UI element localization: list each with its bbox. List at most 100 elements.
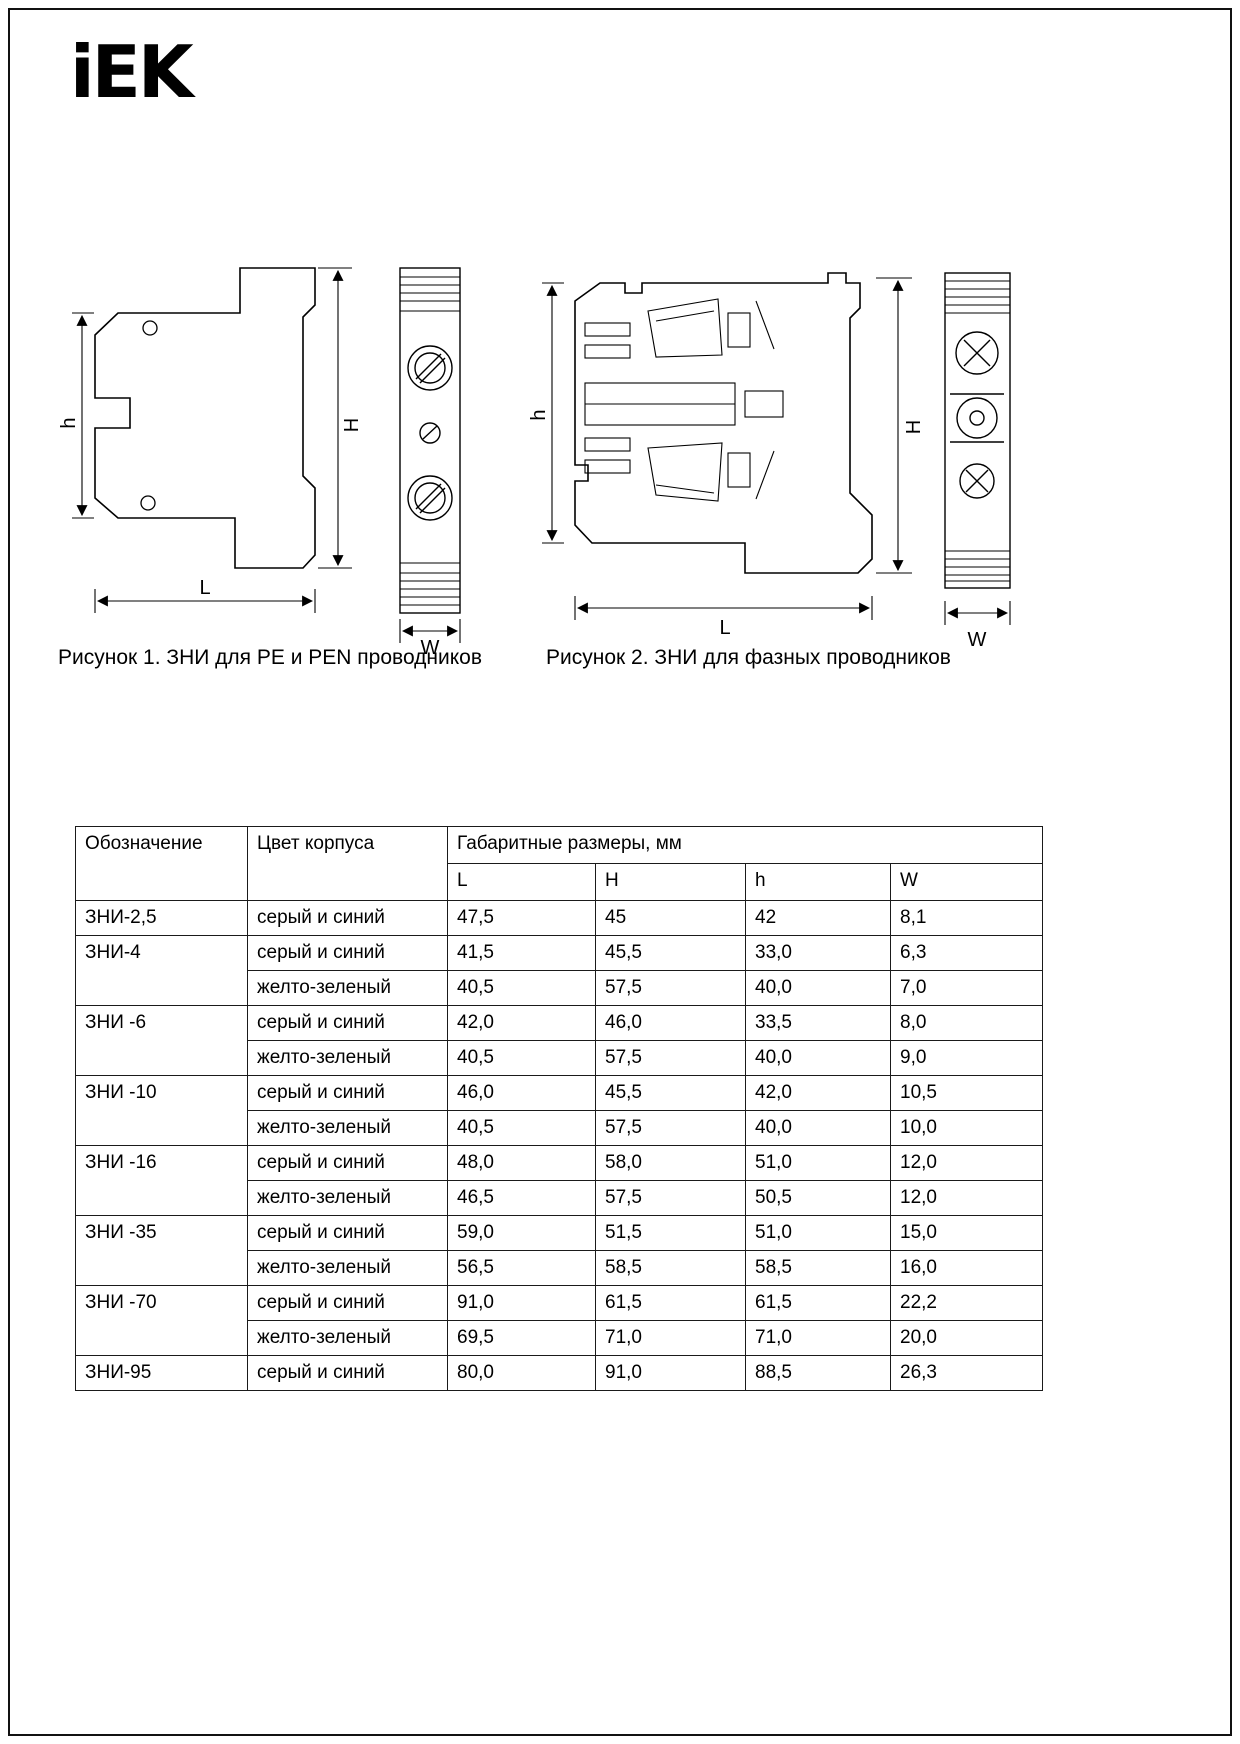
cell-h: 51,0 — [745, 1215, 891, 1251]
cell-color: серый и синий — [247, 1285, 448, 1321]
fig2-dim-label-W: W — [968, 629, 987, 651]
cell-h: 42,0 — [745, 1075, 891, 1111]
cell-L: 41,5 — [447, 935, 596, 971]
cell-H: 57,5 — [595, 1040, 746, 1076]
cell-H: 57,5 — [595, 970, 746, 1006]
cell-W: 12,0 — [889, 1180, 1044, 1216]
cell-color: желто-зеленый — [247, 1180, 448, 1216]
mounting-hole-bottom — [140, 495, 156, 511]
cell-H: 57,5 — [595, 1180, 746, 1216]
cell-L: 47,5 — [447, 900, 596, 936]
table-row: ЗНИ -16 серый и синий 48,0 58,0 51,0 12,… — [75, 1145, 1044, 1216]
fig1-side-view — [94, 267, 316, 569]
fig1-dim-label-H: H — [341, 418, 363, 432]
cell-L: 40,5 — [447, 1110, 596, 1146]
cell-W: 20,0 — [889, 1320, 1044, 1356]
cell-W: 7,0 — [889, 970, 1044, 1006]
fig2-dim-label-L: L — [719, 617, 730, 639]
fig1-front-view — [399, 267, 461, 614]
fig2-front-view — [944, 272, 1011, 589]
cell-W: 26,3 — [889, 1355, 1044, 1391]
cell-h: 50,5 — [745, 1180, 891, 1216]
col-header-H: H — [595, 863, 746, 901]
col-header-dimensions: Габаритные размеры, мм — [446, 826, 1044, 864]
cell-color: желто-зеленый — [247, 970, 448, 1006]
fig2-dim-label-h: h — [530, 409, 550, 420]
cell-L: 40,5 — [447, 970, 596, 1006]
terminal-profile-outline — [94, 267, 316, 569]
cell-color: серый и синий — [247, 1215, 448, 1251]
cell-H: 46,0 — [595, 1005, 746, 1041]
cell-h: 40,0 — [745, 1040, 891, 1076]
cell-h: 40,0 — [745, 1110, 891, 1146]
cell-L: 80,0 — [447, 1355, 596, 1391]
table-row: ЗНИ -10 серый и синий 46,0 45,5 42,0 10,… — [75, 1075, 1044, 1146]
table-row: желто-зеленый 56,5 58,5 58,5 16,0 — [76, 1250, 1044, 1286]
cell-color: серый и синий — [247, 900, 448, 936]
wire-port-icon — [950, 393, 1004, 443]
clamp-mechanism — [584, 298, 784, 502]
cell-H: 51,5 — [595, 1215, 746, 1251]
table-row: ЗНИ-95 серый и синий 80,0 91,0 88,5 26,3 — [75, 1355, 1044, 1391]
cell-L: 40,5 — [447, 1040, 596, 1076]
table-row: ЗНИ -70 серый и синий 91,0 61,5 61,5 22,… — [75, 1285, 1044, 1356]
fig2-dim-label-H: H — [903, 420, 925, 434]
cross-screw-bottom-icon — [959, 463, 995, 499]
cell-W: 10,5 — [889, 1075, 1044, 1111]
col-header-W: W — [889, 863, 1044, 901]
cell-h: 40,0 — [745, 970, 891, 1006]
col-header-designation: Обозначение — [75, 826, 248, 901]
cell-designation: ЗНИ -35 — [75, 1215, 248, 1286]
terminal-profile-outline — [574, 272, 873, 574]
hatch-band-bottom — [400, 562, 460, 606]
dimensions-table: Обозначение Цвет корпуса Габаритные разм… — [75, 826, 1044, 1391]
fig2-side-view — [574, 272, 873, 574]
fig1-dim-label-L: L — [199, 577, 210, 599]
hatch-band-bottom — [945, 550, 1010, 582]
cell-h: 71,0 — [745, 1320, 891, 1356]
iek-logo: iEK — [70, 30, 194, 114]
cell-designation: ЗНИ-4 — [75, 935, 248, 1006]
cell-h: 51,0 — [745, 1145, 891, 1181]
cell-L: 46,0 — [447, 1075, 596, 1111]
fig1-dimension-lines — [72, 267, 461, 643]
cell-W: 15,0 — [889, 1215, 1044, 1251]
cell-H: 71,0 — [595, 1320, 746, 1356]
cell-H: 58,0 — [595, 1145, 746, 1181]
cell-color: желто-зеленый — [247, 1250, 448, 1286]
col-header-L: L — [447, 863, 596, 901]
cell-color: желто-зеленый — [247, 1110, 448, 1146]
table-row: ЗНИ -35 серый и синий 59,0 51,5 51,0 15,… — [75, 1215, 1044, 1286]
cell-W: 22,2 — [889, 1285, 1044, 1321]
cell-H: 61,5 — [595, 1285, 746, 1321]
fig1-dim-label-W: W — [421, 637, 440, 658]
cell-designation: ЗНИ-95 — [75, 1355, 248, 1391]
cell-H: 91,0 — [595, 1355, 746, 1391]
cell-W: 8,1 — [889, 900, 1044, 936]
cell-L: 91,0 — [447, 1285, 596, 1321]
table-row: желто-зеленый 40,5 57,5 40,0 9,0 — [76, 1040, 1044, 1076]
cell-W: 9,0 — [889, 1040, 1044, 1076]
cell-color: желто-зеленый — [247, 1320, 448, 1356]
cell-h: 58,5 — [745, 1250, 891, 1286]
cell-color: серый и синий — [247, 1075, 448, 1111]
cell-h: 42 — [745, 900, 891, 936]
table-row: желто-зеленый 40,5 57,5 40,0 7,0 — [76, 970, 1044, 1006]
figure2-drawing: h H L W — [530, 272, 1011, 651]
figure1-caption: Рисунок 1. ЗНИ для PE и PEN проводников — [58, 646, 483, 669]
cell-W: 16,0 — [889, 1250, 1044, 1286]
cell-H: 45,5 — [595, 1075, 746, 1111]
screw-small-icon — [419, 422, 441, 444]
table-row: ЗНИ-4 серый и синий 41,5 45,5 33,0 6,3 — [75, 935, 1044, 1006]
cell-designation: ЗНИ -16 — [75, 1145, 248, 1216]
cell-designation: ЗНИ -10 — [75, 1075, 248, 1146]
cell-W: 6,3 — [889, 935, 1044, 971]
cell-color: серый и синий — [247, 1005, 448, 1041]
fig2-dimension-lines — [542, 277, 1011, 625]
cell-H: 58,5 — [595, 1250, 746, 1286]
cell-designation: ЗНИ-2,5 — [75, 900, 248, 936]
mounting-hole-top — [142, 320, 158, 336]
cell-color: серый и синий — [247, 1355, 448, 1391]
table-header-row: Обозначение Цвет корпуса Габаритные разм… — [75, 826, 1044, 901]
hatch-band-top — [400, 276, 460, 312]
